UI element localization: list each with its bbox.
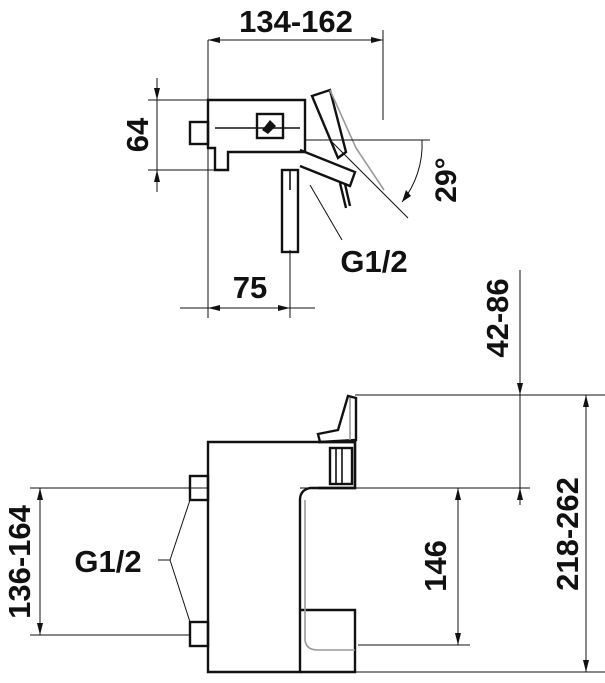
thread-leader-front: G1/2 — [74, 499, 191, 623]
label-134-162: 134-162 — [239, 4, 353, 39]
label-218-262: 218-262 — [550, 477, 585, 591]
label-42-86: 42-86 — [480, 278, 515, 357]
mixer-body-top — [188, 88, 385, 254]
dimension-42-86: 42-86 — [480, 270, 523, 505]
mixer-body-front — [188, 394, 358, 674]
label-29-degrees: 29° — [430, 157, 463, 202]
label-136-164: 136-164 — [2, 504, 37, 619]
front-view: 42-86 218-262 146 136-164 — [2, 270, 605, 674]
dimension-136-164: 136-164 — [2, 488, 43, 635]
label-75: 75 — [233, 270, 267, 305]
angle-29: 29° — [305, 139, 463, 219]
dimension-64: 64 — [120, 78, 215, 192]
label-g12-top: G1/2 — [340, 244, 407, 279]
top-view: 134-162 64 — [120, 4, 463, 318]
dimension-146: 146 — [358, 488, 470, 646]
thread-leader-top: G1/2 — [309, 184, 408, 279]
label-64: 64 — [120, 117, 155, 152]
dimension-134-162: 134-162 — [207, 4, 384, 318]
dimension-218-262: 218-262 — [550, 395, 589, 672]
label-146: 146 — [418, 540, 453, 592]
label-g12-front: G1/2 — [74, 544, 141, 579]
dimension-75: 75 — [180, 250, 315, 318]
